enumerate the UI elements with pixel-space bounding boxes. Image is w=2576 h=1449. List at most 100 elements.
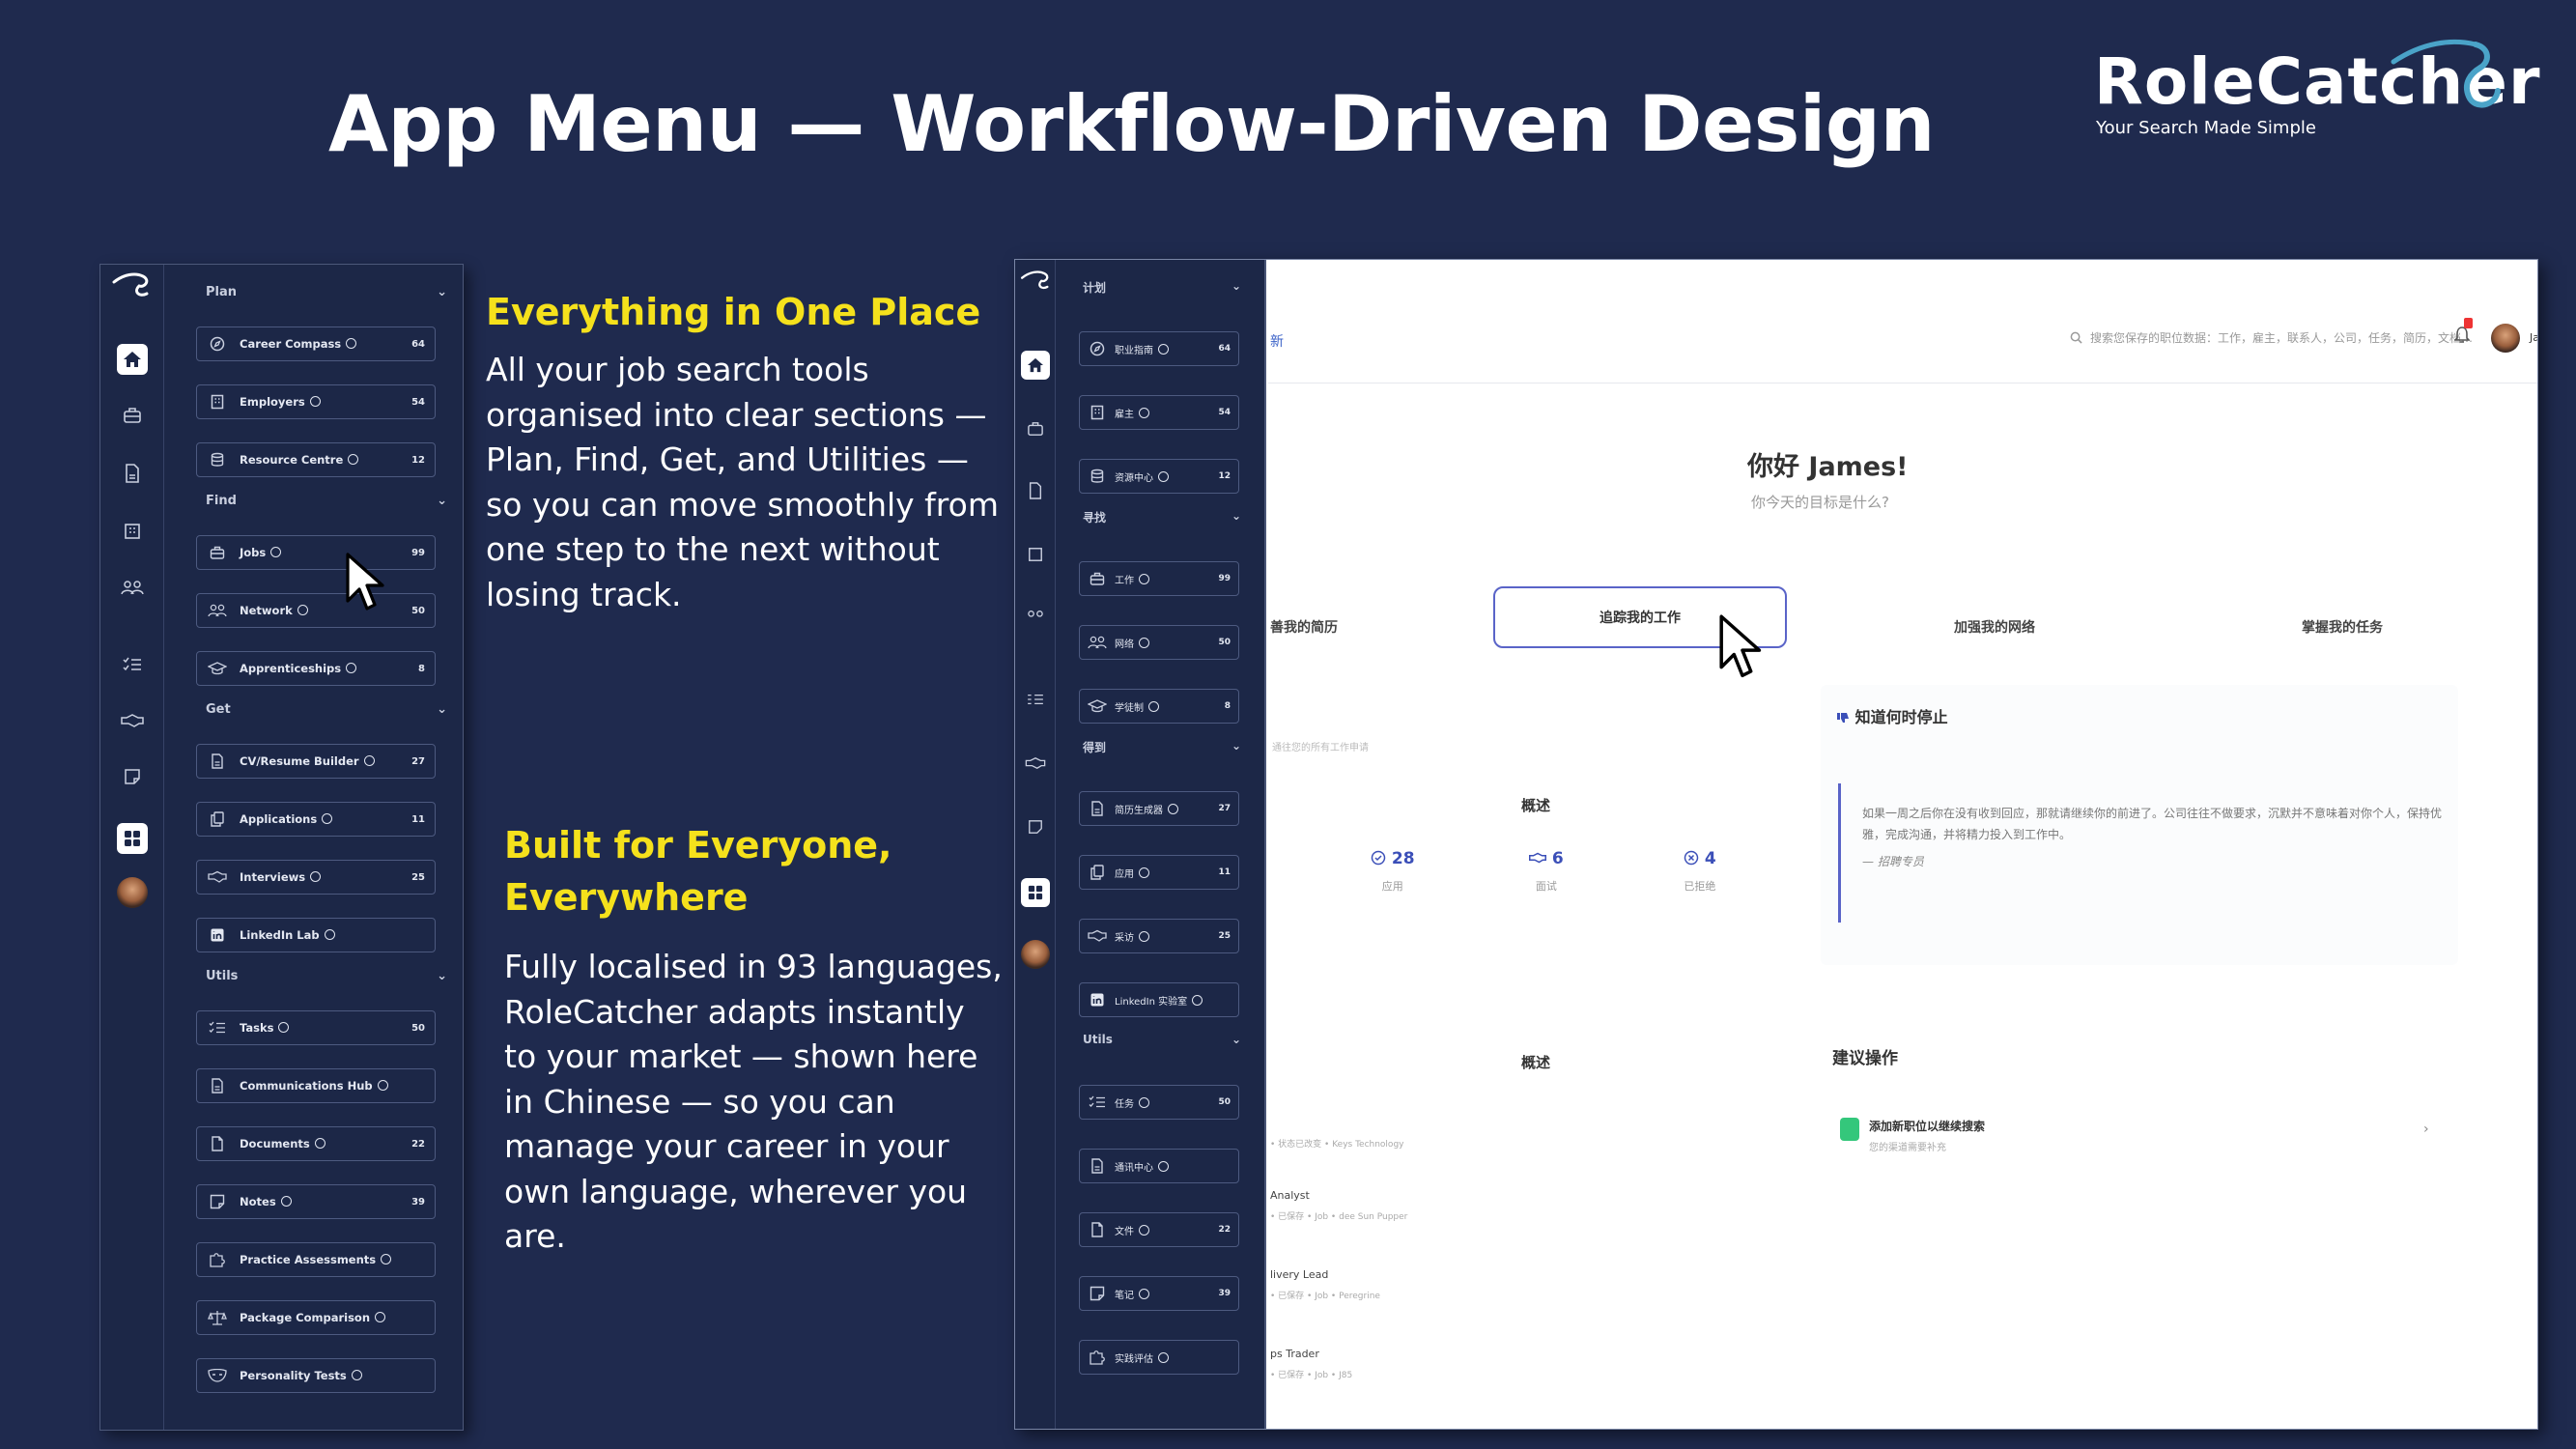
people-icon[interactable]: [117, 572, 148, 603]
menu-section-header[interactable]: Get⌄: [206, 697, 447, 721]
menu-section-header[interactable]: 计划⌄: [1083, 279, 1276, 296]
info-icon[interactable]: [314, 1138, 326, 1149]
menu-section-header[interactable]: Find⌄: [206, 489, 447, 512]
tab-tasks[interactable]: 掌握我的任务: [2302, 620, 2383, 636]
info-icon[interactable]: [348, 454, 359, 465]
handshake-icon[interactable]: [117, 705, 148, 736]
tab-resume[interactable]: 善我的简历: [1270, 620, 1338, 636]
handshake-icon[interactable]: [1021, 749, 1050, 778]
menu-item-zh-3-1[interactable]: 通讯中心: [1079, 1149, 1239, 1183]
info-icon[interactable]: [381, 1254, 392, 1264]
info-icon[interactable]: [280, 1196, 292, 1207]
menu-item-zh-2-3[interactable]: LinkedIn 实验室: [1079, 982, 1239, 1017]
info-icon[interactable]: [270, 547, 282, 557]
user-name[interactable]: James: [2530, 331, 2538, 344]
search-bar[interactable]: 搜索您保存的职位数据：工作，雇主，联系人，公司，任务，简历，文档…: [2070, 329, 2473, 346]
info-icon[interactable]: [1139, 1096, 1149, 1108]
suggested-action-row[interactable]: 添加新职位以继续搜索 您的渠道需要补充 ›: [1830, 1108, 2449, 1181]
user-avatar[interactable]: [2491, 324, 2520, 353]
stat-interviews[interactable]: 6 面试: [1529, 849, 1564, 894]
menu-section-header[interactable]: 寻找⌄: [1083, 509, 1276, 526]
building-icon[interactable]: [117, 516, 148, 547]
info-icon[interactable]: [324, 929, 335, 940]
document-icon[interactable]: [117, 458, 148, 489]
info-icon[interactable]: [1158, 1351, 1169, 1363]
info-icon[interactable]: [1139, 637, 1149, 648]
chevron-down-icon[interactable]: ⌄: [1231, 1033, 1241, 1046]
menu-section-header[interactable]: Plan⌄: [206, 280, 447, 303]
info-icon[interactable]: [297, 605, 308, 615]
menu-item-communications-hub[interactable]: Communications Hub: [196, 1068, 436, 1103]
info-icon[interactable]: [1158, 343, 1169, 355]
info-icon[interactable]: [309, 396, 321, 407]
tab-track-jobs[interactable]: 追踪我的工作: [1493, 586, 1787, 648]
info-icon[interactable]: [1158, 1160, 1169, 1172]
info-icon[interactable]: [351, 1370, 362, 1380]
stat-rejected[interactable]: 4 已拒绝: [1684, 849, 1715, 894]
menu-section-header[interactable]: Utils⌄: [1083, 1033, 1276, 1046]
info-icon[interactable]: [1148, 700, 1159, 712]
info-icon[interactable]: [1139, 867, 1149, 878]
info-icon[interactable]: [1158, 470, 1169, 482]
job-item[interactable]: livery Lead• 已保存 • Job • Peregrine: [1270, 1268, 1380, 1301]
checklist-icon[interactable]: [117, 649, 148, 680]
people-icon[interactable]: [1021, 602, 1050, 631]
menu-item-personality-tests[interactable]: Personality Tests: [196, 1358, 436, 1393]
home-icon[interactable]: [1021, 351, 1050, 380]
job-item[interactable]: • 状态已改变 • Keys Technology: [1270, 1129, 1403, 1150]
info-icon[interactable]: [1139, 1224, 1149, 1236]
info-icon[interactable]: [1168, 803, 1178, 814]
info-icon[interactable]: [1139, 1288, 1149, 1299]
tab-network[interactable]: 加强我的网络: [1954, 620, 2035, 636]
chevron-down-icon[interactable]: ⌄: [437, 493, 447, 508]
info-icon[interactable]: [346, 338, 357, 349]
menu-section-header[interactable]: 得到⌄: [1083, 739, 1276, 755]
chevron-down-icon[interactable]: ⌄: [1231, 739, 1241, 753]
chevron-down-icon[interactable]: ⌄: [1231, 509, 1241, 523]
search-input[interactable]: 搜索您保存的职位数据：工作，雇主，联系人，公司，任务，简历，文档…: [2090, 331, 2474, 345]
info-icon[interactable]: [1139, 930, 1149, 942]
menu-section-header[interactable]: Utils⌄: [206, 964, 447, 987]
chevron-down-icon[interactable]: ⌄: [437, 701, 447, 717]
info-icon[interactable]: [375, 1312, 386, 1322]
user-avatar[interactable]: [1021, 940, 1050, 969]
info-icon[interactable]: [363, 755, 375, 766]
info-icon[interactable]: [1192, 994, 1203, 1006]
info-icon[interactable]: [346, 663, 357, 673]
home-icon[interactable]: [117, 344, 148, 375]
stat-applications[interactable]: 28 应用: [1371, 849, 1415, 894]
apps-grid-icon[interactable]: [1021, 878, 1050, 907]
user-avatar[interactable]: [117, 877, 148, 908]
info-icon[interactable]: [1139, 407, 1149, 418]
briefcase-icon[interactable]: [1021, 414, 1050, 443]
job-item[interactable]: Analyst• 已保存 • Job • dee Sun Pupper: [1270, 1189, 1407, 1222]
chevron-down-icon[interactable]: ⌄: [1231, 279, 1241, 293]
chevron-down-icon[interactable]: ⌄: [437, 284, 447, 299]
apps-grid-icon[interactable]: [117, 823, 148, 854]
info-icon[interactable]: [1139, 573, 1149, 584]
note-icon[interactable]: [1021, 812, 1050, 841]
info-icon[interactable]: [322, 813, 333, 824]
checklist-icon[interactable]: [1021, 685, 1050, 714]
menu-item-practice-assessments[interactable]: Practice Assessments: [196, 1242, 436, 1277]
